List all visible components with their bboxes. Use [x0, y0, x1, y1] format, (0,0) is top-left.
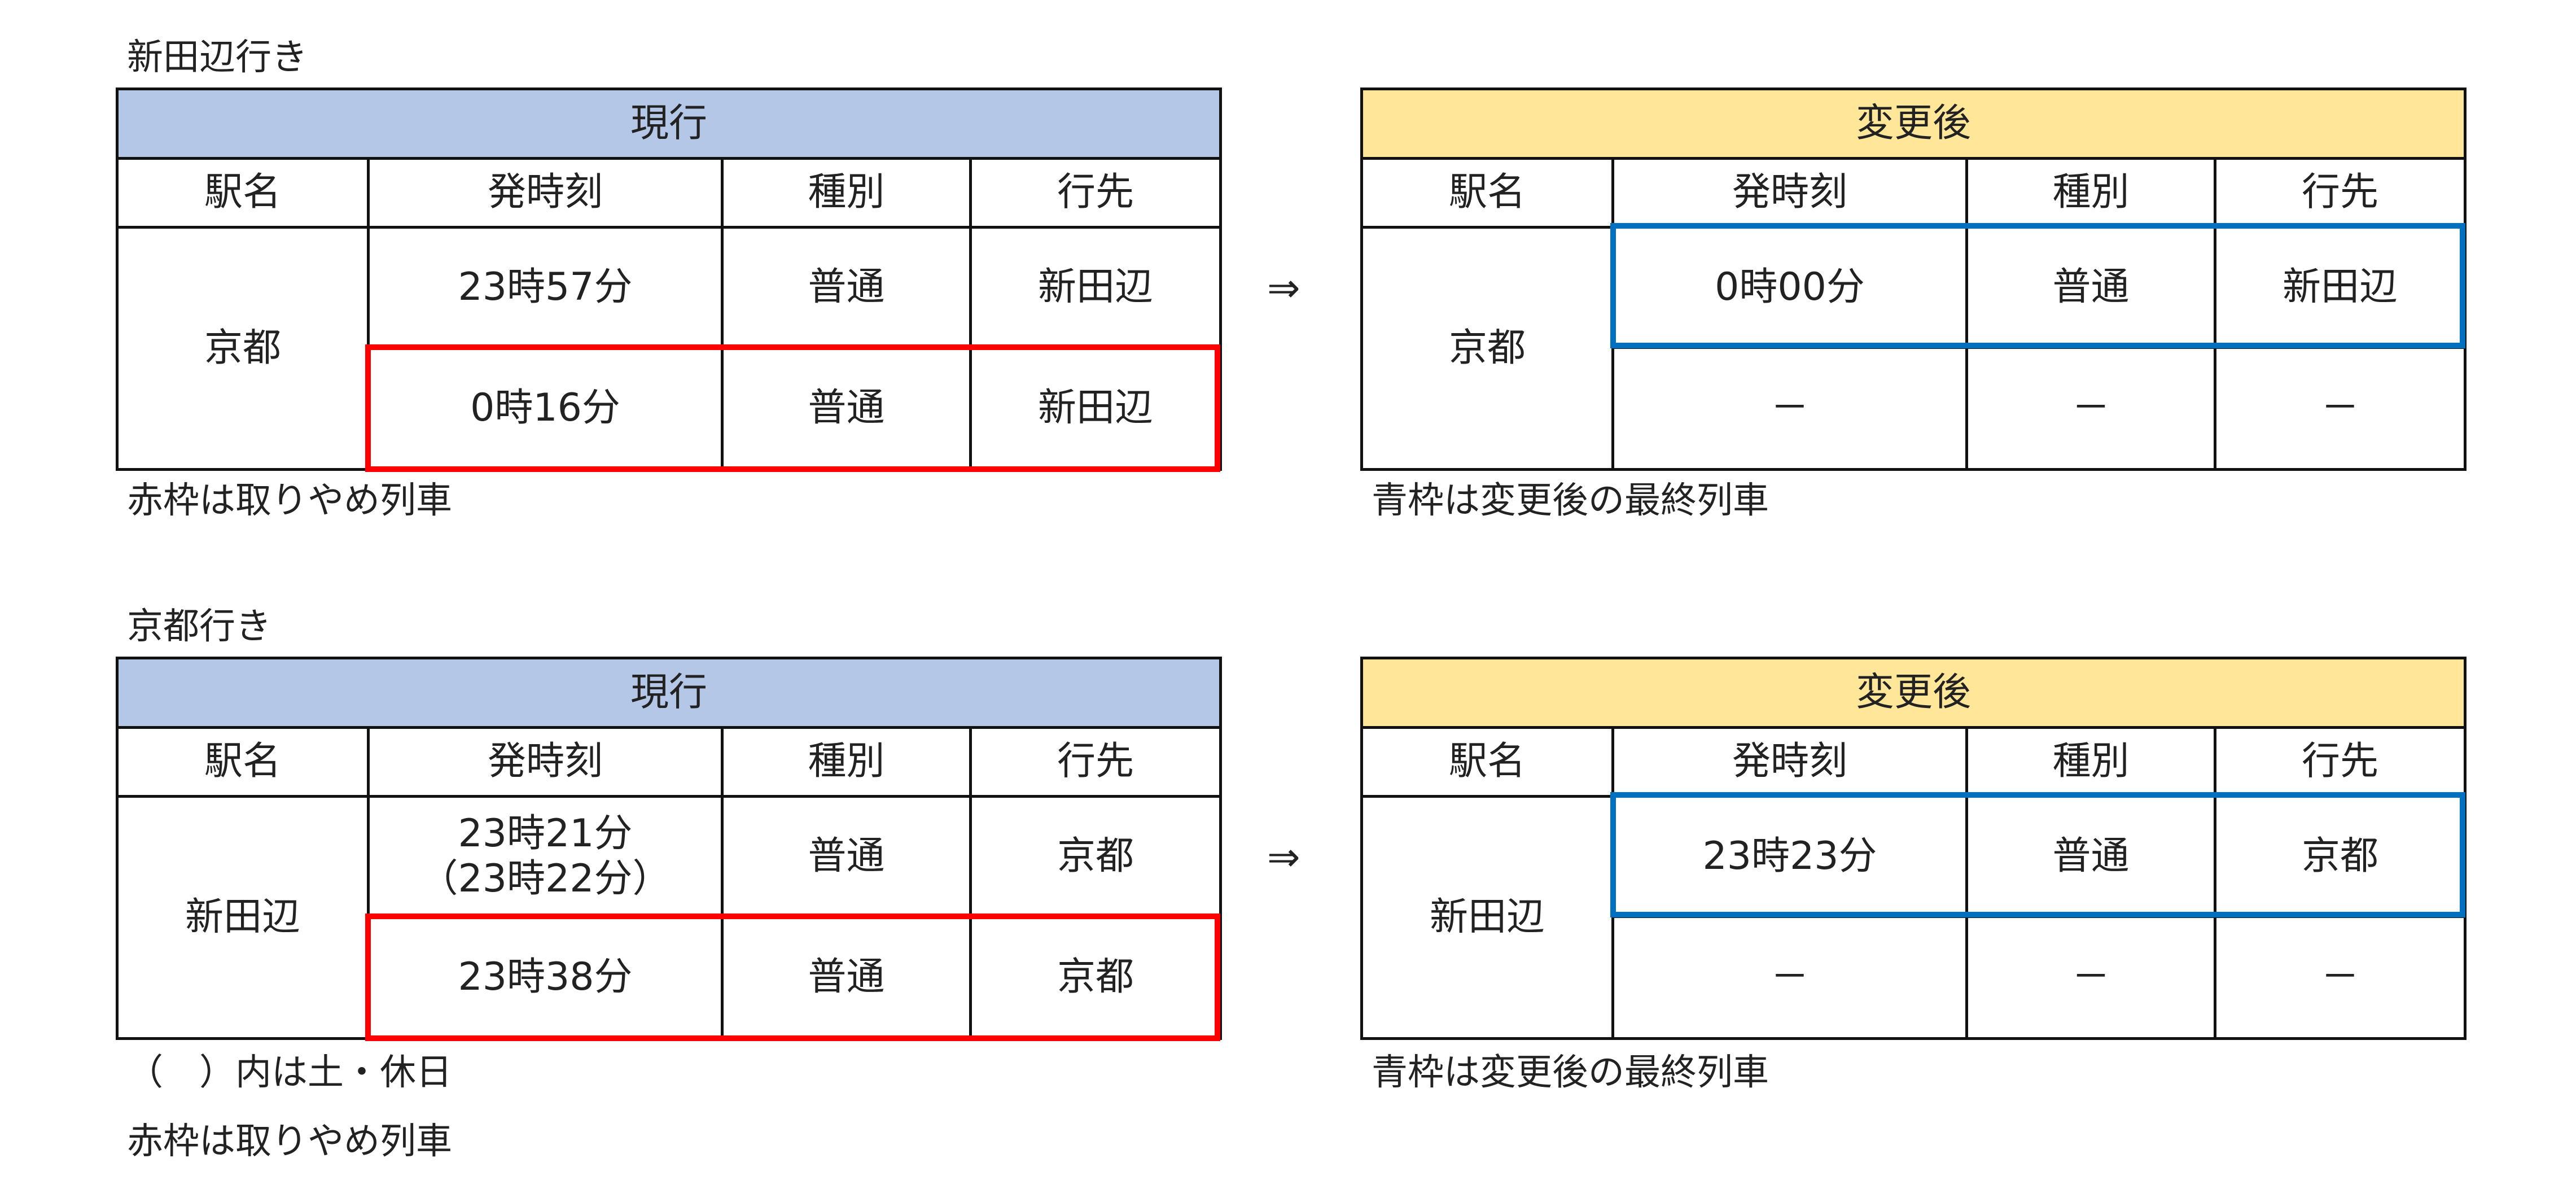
train-type: 普通 [1965, 226, 2216, 349]
departure-time-cell: 23時21分 （23時22分） [367, 795, 724, 918]
station-cell: 京都 [116, 226, 370, 471]
col-station-header: 駅名 [116, 157, 370, 229]
departure-time: 0時00分 [1611, 226, 1968, 349]
empty-destination: － [2213, 346, 2467, 471]
empty-type: － [1965, 915, 2216, 1040]
train-type: 普通 [721, 226, 972, 349]
section-title: 京都行き [127, 606, 271, 648]
empty-type: － [1965, 346, 2216, 471]
col-type-header: 種別 [1965, 157, 2216, 229]
col-departure-header: 発時刻 [367, 726, 724, 798]
col-type-header: 種別 [721, 726, 972, 798]
empty-time: － [1611, 346, 1968, 471]
destination: 新田辺 [969, 226, 1223, 349]
departure-time: 0時16分 [367, 346, 724, 471]
change-arrow: ⇒ [1267, 265, 1300, 311]
col-type-header: 種別 [1965, 726, 2216, 798]
current-header: 現行 [115, 657, 1223, 729]
holiday-departure-time: （23時22分） [419, 856, 671, 901]
col-destination-header: 行先 [2213, 157, 2467, 229]
destination: 京都 [969, 915, 1223, 1040]
last-train-note: 青枠は変更後の最終列車 [1372, 480, 1769, 522]
departure-time: 23時57分 [367, 226, 724, 349]
departure-time: 23時23分 [1611, 795, 1968, 918]
destination: 新田辺 [969, 346, 1223, 471]
departure-time: 23時21分 [458, 811, 633, 856]
current-timetable: 現行 駅名 発時刻 種別 行先 京都 23時57分 普通 新田辺 0時16分 普… [115, 88, 1223, 471]
col-destination-header: 行先 [969, 726, 1223, 798]
station-cell: 京都 [1360, 226, 1614, 471]
destination: 新田辺 [2213, 226, 2467, 349]
train-type: 普通 [721, 915, 972, 1040]
station-cell: 新田辺 [116, 795, 370, 1040]
changed-header: 変更後 [1360, 88, 2467, 160]
train-type: 普通 [721, 795, 972, 918]
destination: 京都 [969, 795, 1223, 918]
changed-timetable: 変更後 駅名 発時刻 種別 行先 新田辺 23時23分 普通 京都 － － － [1360, 657, 2467, 1040]
col-departure-header: 発時刻 [367, 157, 724, 229]
col-station-header: 駅名 [1360, 726, 1614, 798]
empty-destination: － [2213, 915, 2467, 1040]
train-type: 普通 [721, 346, 972, 471]
change-arrow: ⇒ [1267, 834, 1300, 880]
col-departure-header: 発時刻 [1611, 157, 1968, 229]
col-destination-header: 行先 [969, 157, 1223, 229]
col-type-header: 種別 [721, 157, 972, 229]
col-destination-header: 行先 [2213, 726, 2467, 798]
holiday-note: （ ）内は土・休日 [127, 1052, 452, 1094]
departure-time: 23時38分 [367, 915, 724, 1040]
cancelled-note: 赤枠は取りやめ列車 [127, 1121, 452, 1162]
destination: 京都 [2213, 795, 2467, 918]
empty-time: － [1611, 915, 1968, 1040]
changed-header: 変更後 [1360, 657, 2467, 729]
col-station-header: 駅名 [116, 726, 370, 798]
last-train-note: 青枠は変更後の最終列車 [1372, 1052, 1769, 1094]
current-header: 現行 [115, 88, 1223, 160]
col-station-header: 駅名 [1360, 157, 1614, 229]
train-type: 普通 [1965, 795, 2216, 918]
cancelled-note: 赤枠は取りやめ列車 [127, 480, 452, 522]
station-cell: 新田辺 [1360, 795, 1614, 1040]
col-departure-header: 発時刻 [1611, 726, 1968, 798]
current-timetable: 現行 駅名 発時刻 種別 行先 新田辺 23時21分 （23時22分） 普通 京… [115, 657, 1223, 1040]
changed-timetable: 変更後 駅名 発時刻 種別 行先 京都 0時00分 普通 新田辺 － － － [1360, 88, 2467, 471]
section-title: 新田辺行き [127, 37, 308, 78]
